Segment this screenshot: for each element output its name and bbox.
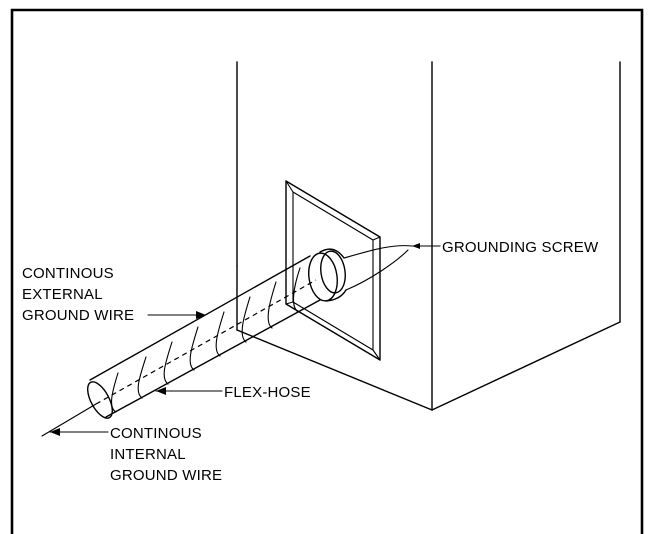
label-external-line-1: CONTINOUS xyxy=(22,265,114,282)
label-external-line-3: GROUND WIRE xyxy=(22,307,134,324)
grounding-screw-leaders xyxy=(343,243,441,291)
label-internal-ground-wire: CONTINOUS INTERNAL GROUND WIRE xyxy=(110,425,222,484)
cabinet-box xyxy=(236,61,621,411)
label-external-ground-wire: CONTINOUS EXTERNAL GROUND WIRE xyxy=(22,265,134,324)
flex-hose-arrowhead xyxy=(156,387,166,395)
label-internal-line-1: CONTINOUS xyxy=(110,425,202,442)
label-grounding-screw: GROUNDING SCREW xyxy=(442,239,599,256)
label-flex-hose: FLEX-HOSE xyxy=(224,384,311,401)
figure-frame xyxy=(10,8,644,534)
duct-collar xyxy=(308,248,347,302)
label-internal-line-3: GROUND WIRE xyxy=(110,467,222,484)
label-internal-line-2: INTERNAL xyxy=(110,446,186,463)
external-wire-arrowhead xyxy=(196,311,206,319)
internal-ground-wire xyxy=(41,279,317,437)
internal-wire-arrowhead xyxy=(50,428,60,436)
flex-hose xyxy=(86,255,321,419)
flange-plate xyxy=(285,180,381,361)
label-external-line-2: EXTERNAL xyxy=(22,286,103,303)
